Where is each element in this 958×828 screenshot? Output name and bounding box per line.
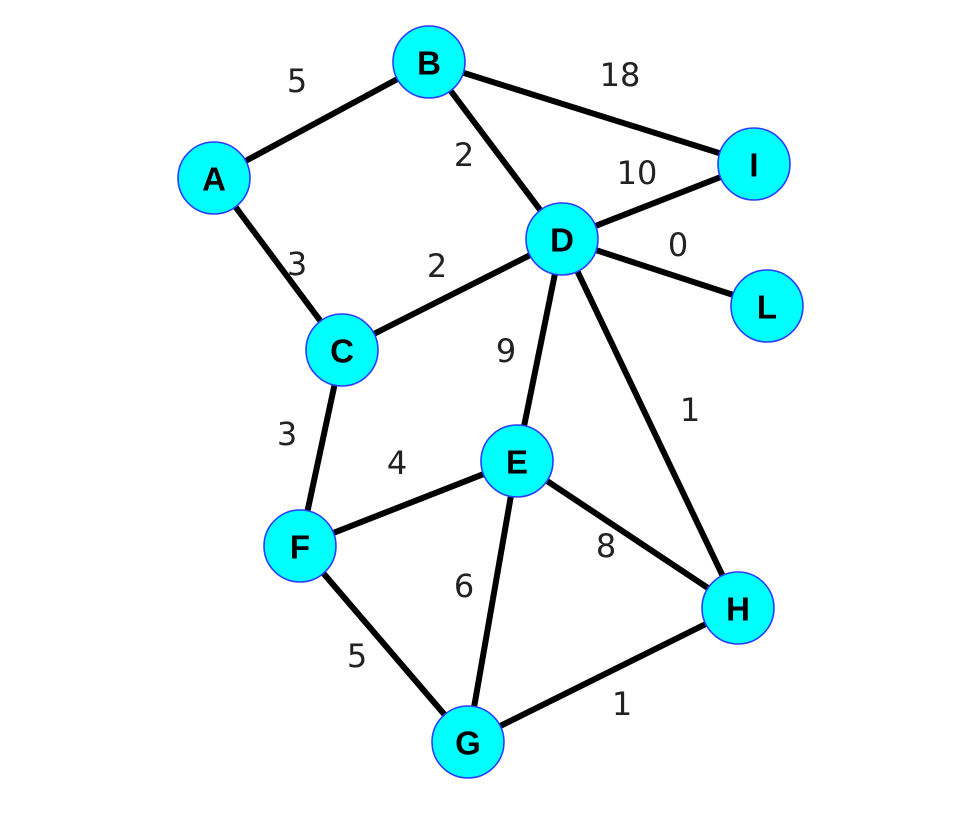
- node-label-H: H: [726, 591, 750, 628]
- edge-weight-D-E: 9: [496, 332, 516, 370]
- node-I: I: [717, 127, 791, 201]
- edge-G-H: [465, 605, 741, 745]
- node-D: D: [525, 202, 599, 276]
- edge-A-B: [211, 59, 432, 181]
- node-circle-G: [431, 705, 505, 779]
- edge-weights-layer: 5 3 2 18 2 3 10 0 9 1 4 8 6 5 1: [277, 56, 700, 723]
- node-label-D: D: [550, 222, 574, 259]
- node-A: A: [177, 141, 251, 215]
- edge-weight-D-L: 0: [668, 226, 688, 264]
- node-B: B: [392, 25, 466, 99]
- edge-weight-D-I: 10: [617, 154, 658, 192]
- edge-weight-E-G: 6: [454, 567, 474, 605]
- node-label-F: F: [290, 529, 310, 566]
- edge-weight-A-C: 3: [287, 245, 307, 283]
- node-label-B: B: [417, 45, 441, 82]
- edge-weight-E-F: 4: [387, 444, 407, 482]
- node-H: H: [701, 571, 775, 645]
- node-label-L: L: [757, 289, 777, 326]
- edge-B-D: [426, 59, 565, 242]
- node-C: C: [305, 313, 379, 387]
- edge-F-G: [297, 543, 471, 745]
- edge-weight-A-B: 5: [287, 62, 307, 100]
- edge-weight-F-G: 5: [347, 637, 367, 675]
- node-circle-H: [701, 571, 775, 645]
- node-circle-L: [730, 269, 804, 343]
- edge-E-F: [297, 458, 520, 549]
- node-circle-F: [263, 509, 337, 583]
- nodes-layer: A B C D E F G H I L: [177, 25, 804, 779]
- node-label-E: E: [506, 444, 528, 481]
- edge-C-D: [339, 236, 565, 353]
- edge-D-E: [514, 236, 565, 464]
- node-label-I: I: [749, 147, 758, 184]
- edge-weight-B-I: 18: [600, 56, 641, 94]
- edge-B-I: [426, 59, 757, 167]
- node-circle-C: [305, 313, 379, 387]
- node-G: G: [431, 705, 505, 779]
- edge-weight-G-H: 1: [612, 685, 632, 723]
- node-circle-A: [177, 141, 251, 215]
- edge-E-G: [465, 458, 520, 745]
- edge-weight-D-H: 1: [680, 391, 700, 429]
- node-E: E: [480, 424, 554, 498]
- edge-E-H: [514, 458, 741, 611]
- edge-weight-C-D: 2: [427, 247, 447, 285]
- node-label-A: A: [202, 161, 226, 198]
- edge-weight-C-F: 3: [277, 415, 297, 453]
- node-circle-B: [392, 25, 466, 99]
- edge-weight-B-D: 2: [454, 136, 474, 174]
- edge-D-H: [559, 236, 741, 611]
- node-circle-I: [717, 127, 791, 201]
- node-circle-D: [525, 202, 599, 276]
- node-label-C: C: [330, 333, 354, 370]
- node-L: L: [730, 269, 804, 343]
- node-F: F: [263, 509, 337, 583]
- edge-weight-E-H: 8: [596, 527, 616, 565]
- node-circle-E: [480, 424, 554, 498]
- node-label-G: G: [455, 725, 481, 762]
